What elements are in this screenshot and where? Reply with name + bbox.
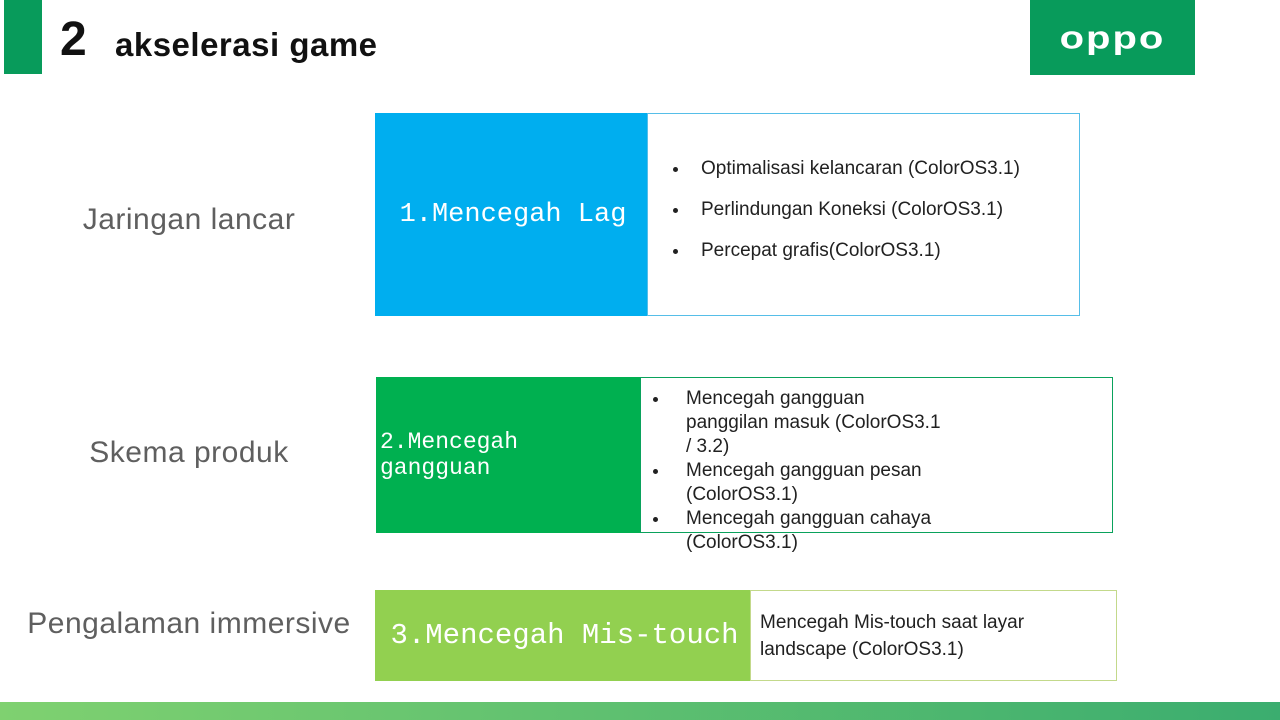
- bullet-item: Optimalisasi kelancaran (ColorOS3.1): [673, 158, 1059, 180]
- bullet-text: Mencegah gangguan cahaya (ColorOS3.1): [686, 508, 932, 553]
- feature-box-mencegah-mistouch: 3.Mencegah Mis-touch Mencegah Mis-touch …: [375, 590, 1117, 681]
- bullet-dot-icon: [653, 469, 658, 474]
- row-label-skema-produk: Skema produk: [89, 436, 289, 469]
- bullet-text: Percepat grafis(ColorOS3.1): [701, 240, 941, 261]
- feature-description: Mencegah Mis-touch saat layar landscape …: [760, 611, 1025, 660]
- bullet-item: Mencegah gangguan panggilan masuk (Color…: [653, 387, 1092, 459]
- bullet-list: Optimalisasi kelancaran (ColorOS3.1) Per…: [673, 158, 1059, 262]
- bullet-item: Percepat grafis(ColorOS3.1): [673, 240, 1059, 262]
- page-title: akselerasi game: [115, 26, 378, 63]
- bullet-list: Mencegah gangguan panggilan masuk (Color…: [653, 387, 1092, 555]
- bullet-text: Optimalisasi kelancaran (ColorOS3.1): [701, 158, 1020, 179]
- bullet-text: Mencegah gangguan panggilan masuk (Color…: [686, 388, 941, 457]
- feature-title-mencegah-gangguan: 2.Mencegah gangguan: [376, 377, 640, 533]
- bullet-text: Mencegah gangguan pesan (ColorOS3.1): [686, 460, 922, 505]
- feature-box-mencegah-lag: 1.Mencegah Lag Optimalisasi kelancaran (…: [375, 113, 1080, 316]
- bullet-item: Mencegah gangguan cahaya (ColorOS3.1): [653, 507, 1092, 555]
- footer-gradient-bar: [0, 702, 1280, 720]
- bullet-item: Perlindungan Koneksi (ColorOS3.1): [673, 199, 1059, 221]
- slide-number: 2: [60, 13, 87, 66]
- feature-content-mencegah-gangguan: Mencegah gangguan panggilan masuk (Color…: [640, 377, 1113, 553]
- bullet-text: Perlindungan Koneksi (ColorOS3.1): [701, 199, 1004, 220]
- feature-box-mencegah-gangguan: 2.Mencegah gangguan Mencegah gangguan pa…: [376, 377, 1113, 553]
- bullet-dot-icon: [653, 517, 658, 522]
- bullet-item: Mencegah gangguan pesan (ColorOS3.1): [653, 459, 1092, 507]
- bullet-dot-icon: [673, 208, 678, 213]
- bullet-dot-icon: [653, 397, 658, 402]
- bullet-dot-icon: [673, 167, 678, 172]
- bullet-dot-icon: [673, 249, 678, 254]
- feature-content-mencegah-mistouch: Mencegah Mis-touch saat layar landscape …: [750, 590, 1117, 681]
- feature-title-mencegah-lag: 1.Mencegah Lag: [375, 113, 647, 316]
- corner-accent-block: [4, 0, 42, 74]
- row-label-jaringan-lancar: Jaringan lancar: [82, 203, 296, 236]
- row-label-pengalaman-immersive: Pengalaman immersive: [27, 607, 351, 640]
- oppo-logo: oppo: [1030, 0, 1195, 75]
- oppo-logo-text: oppo: [1059, 19, 1166, 56]
- feature-content-mencegah-lag: Optimalisasi kelancaran (ColorOS3.1) Per…: [647, 113, 1080, 316]
- feature-title-mencegah-mistouch: 3.Mencegah Mis-touch: [375, 590, 750, 681]
